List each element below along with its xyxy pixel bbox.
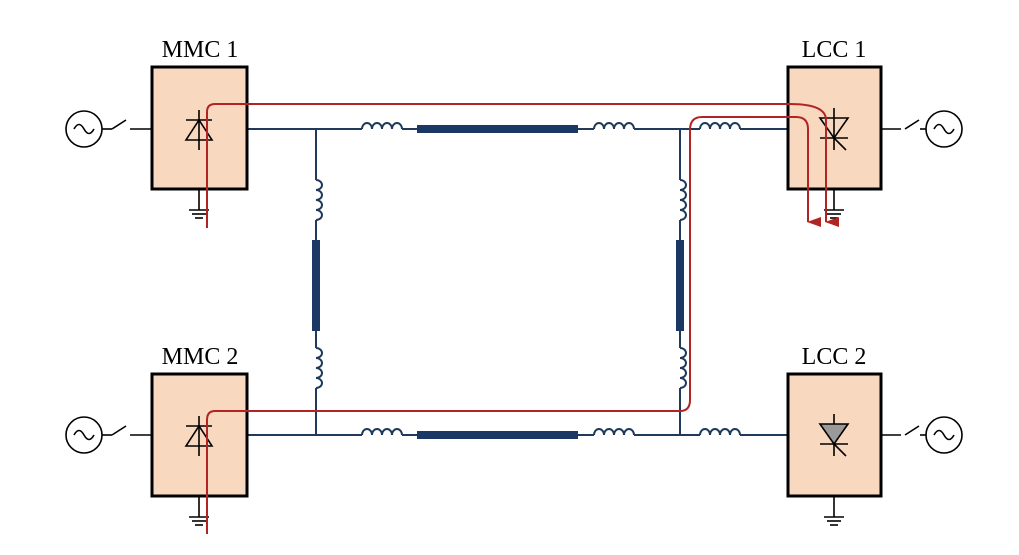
ac-source-lcc1 bbox=[881, 110, 963, 148]
ground-icon bbox=[824, 496, 844, 526]
inductor-icon bbox=[679, 347, 687, 389]
mmc1-converter[interactable] bbox=[150, 65, 249, 219]
inductor-icon bbox=[679, 179, 687, 221]
lcc1-converter[interactable] bbox=[786, 65, 883, 219]
ground-icon bbox=[189, 496, 209, 526]
inductor-icon bbox=[593, 122, 635, 130]
ac-source-mmc1 bbox=[65, 110, 153, 148]
inductor-icon bbox=[699, 428, 741, 436]
ground-icon bbox=[189, 189, 209, 219]
ac-source-lcc2 bbox=[881, 416, 963, 454]
dc-network bbox=[247, 122, 788, 439]
inductor-icon bbox=[315, 347, 323, 389]
mmc2-converter[interactable] bbox=[150, 372, 249, 526]
inductor-icon bbox=[361, 428, 403, 436]
lcc2-label: LCC 2 bbox=[802, 344, 867, 370]
ac-source-icon bbox=[925, 416, 963, 454]
ac-source-mmc2 bbox=[65, 416, 153, 454]
lcc1-label: LCC 1 bbox=[802, 37, 867, 63]
thyristor-icon bbox=[818, 414, 850, 457]
lcc2-converter[interactable] bbox=[786, 372, 883, 526]
inductor-icon bbox=[593, 428, 635, 436]
fault-path-mmc1 bbox=[206, 103, 839, 228]
inductor-icon bbox=[361, 122, 403, 130]
fault-current-paths bbox=[206, 103, 839, 534]
breaker-switch-icon bbox=[904, 119, 920, 130]
inductor-icon bbox=[315, 179, 323, 221]
breaker-switch-icon bbox=[111, 425, 127, 436]
mmc1-label: MMC 1 bbox=[162, 37, 239, 63]
breaker-switch-icon bbox=[904, 425, 920, 436]
ac-source-icon bbox=[925, 110, 963, 148]
mmc2-label: MMC 2 bbox=[162, 344, 239, 370]
breaker-switch-icon bbox=[111, 119, 127, 130]
inductor-icon bbox=[699, 122, 741, 130]
fault-path-mmc2 bbox=[206, 116, 821, 534]
